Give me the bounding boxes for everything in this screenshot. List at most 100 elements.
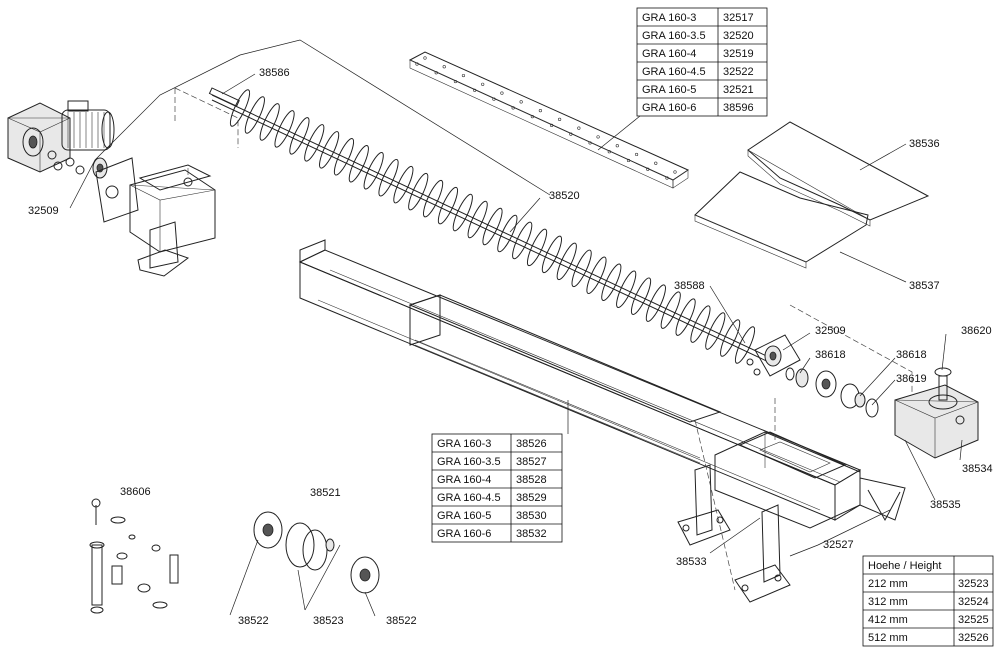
callout-38606: 38606: [120, 486, 151, 498]
callout-38536: 38536: [909, 138, 940, 150]
height-2: 312 mm: [868, 596, 908, 608]
bolt-hole: [530, 115, 534, 119]
cover-model-1: GRA 160-3: [642, 12, 696, 24]
callout-38586: 38586: [259, 67, 290, 79]
bolt-hole: [634, 152, 639, 157]
callout-labels: 38586 32509 38520 38536 38537 38588 3250…: [28, 67, 993, 627]
bearing-flange: [746, 334, 801, 377]
auger-flight: [378, 158, 399, 197]
auger-flight: [541, 235, 563, 274]
bolt-hole: [596, 135, 600, 139]
tube-table: GRA 160-3 38526 GRA 160-3.5 38527 GRA 16…: [431, 433, 563, 543]
sprocket-set: [253, 511, 380, 594]
auger-flight: [675, 298, 696, 336]
height-3: 412 mm: [868, 614, 908, 626]
callout-38618-left: 38618: [815, 349, 846, 361]
angle-gearbox: [894, 367, 979, 459]
gear-motor: [7, 100, 115, 173]
bolt-hole: [558, 117, 562, 121]
bolt-hole: [481, 82, 485, 86]
auger-flight: [571, 249, 592, 288]
coupling-parts: [47, 150, 139, 223]
bolt-hole: [423, 56, 427, 60]
conveyor-trough: [298, 239, 862, 521]
auger-flight: [690, 305, 711, 343]
callout-38618-right: 38618: [896, 349, 927, 361]
callout-38522-left: 38522: [238, 615, 269, 627]
tube-model-3: GRA 160-4: [437, 474, 491, 486]
bolt-hole: [626, 158, 631, 163]
auger-flight: [274, 110, 295, 148]
callout-38588: 38588: [674, 280, 705, 292]
cover-plate-long: [408, 51, 690, 189]
callout-32527: 32527: [823, 539, 854, 551]
auger-flight: [244, 96, 265, 134]
auger-flight: [705, 312, 726, 350]
bolt-hole: [538, 109, 542, 113]
bolt-hole: [665, 176, 669, 180]
bolt-hole: [569, 132, 573, 136]
cover-part-6: 38596: [723, 102, 754, 114]
auger-flight: [348, 145, 369, 183]
tube-model-6: GRA 160-6: [437, 528, 491, 540]
auger-flight: [512, 221, 533, 260]
inlet-hopper: [129, 164, 216, 277]
auger-flight: [645, 284, 666, 322]
bolt-hole: [442, 65, 446, 69]
drive-sprockets: [785, 367, 879, 418]
bolt-hole: [673, 170, 677, 174]
cover-model-6: GRA 160-6: [642, 102, 696, 114]
cover-model-3: GRA 160-4: [642, 48, 696, 60]
support-left: [677, 464, 731, 546]
cover-plate-table: GRA 160-3 32517 GRA 160-3.5 32520 GRA 16…: [636, 7, 768, 117]
tube-model-4: GRA 160-4.5: [437, 492, 501, 504]
auger-flight: [422, 179, 444, 218]
auger-flight: [720, 319, 741, 357]
tube-model-2: GRA 160-3.5: [437, 456, 501, 468]
cover-part-5: 32521: [723, 84, 754, 96]
auger-flight: [289, 117, 310, 155]
auger-flight: [259, 103, 280, 141]
cover-plate-lower: [694, 171, 869, 269]
bolt-set: [89, 498, 179, 614]
auger-flight: [304, 124, 325, 162]
tube-model-5: GRA 160-5: [437, 510, 491, 522]
auger-flight: [393, 165, 414, 204]
auger-flight: [497, 214, 518, 253]
callout-32509-right: 32509: [815, 325, 846, 337]
tube-part-4: 38529: [516, 492, 547, 504]
callout-38520: 38520: [549, 190, 580, 202]
screw-auger: [208, 87, 776, 366]
cover-model-2: GRA 160-3.5: [642, 30, 706, 42]
callout-32509-left: 32509: [28, 205, 59, 217]
auger-flight: [437, 186, 459, 225]
callout-38534: 38534: [962, 463, 993, 475]
cover-plate-upper: [747, 121, 930, 227]
bolt-hole: [654, 161, 658, 165]
cover-part-2: 32520: [723, 30, 754, 42]
auger-flight: [660, 291, 681, 329]
bolt-hole: [577, 126, 581, 130]
cover-model-4: GRA 160-4.5: [642, 66, 706, 78]
cover-part-1: 32517: [723, 12, 754, 24]
support-bracket: [859, 477, 906, 522]
auger-flight: [630, 277, 652, 315]
auger-flight: [734, 326, 756, 364]
height-table: Hoehe / Height 212 mm 32523 312 mm 32524…: [862, 555, 994, 647]
tube-part-6: 38532: [516, 528, 547, 540]
callout-38619: 38619: [896, 373, 927, 385]
height-part-4: 32526: [958, 632, 989, 644]
tube-part-2: 38527: [516, 456, 547, 468]
bolt-hole: [415, 62, 419, 66]
auger-flight: [616, 270, 637, 308]
bolt-hole: [550, 123, 554, 127]
bolt-hole: [461, 73, 466, 78]
auger-flight: [229, 89, 251, 127]
cover-model-5: GRA 160-5: [642, 84, 696, 96]
cover-part-4: 32522: [723, 66, 754, 78]
bolt-hole: [473, 88, 477, 92]
callout-38523: 38523: [313, 615, 344, 627]
auger-flight: [526, 228, 548, 267]
cover-part-3: 32519: [723, 48, 754, 60]
